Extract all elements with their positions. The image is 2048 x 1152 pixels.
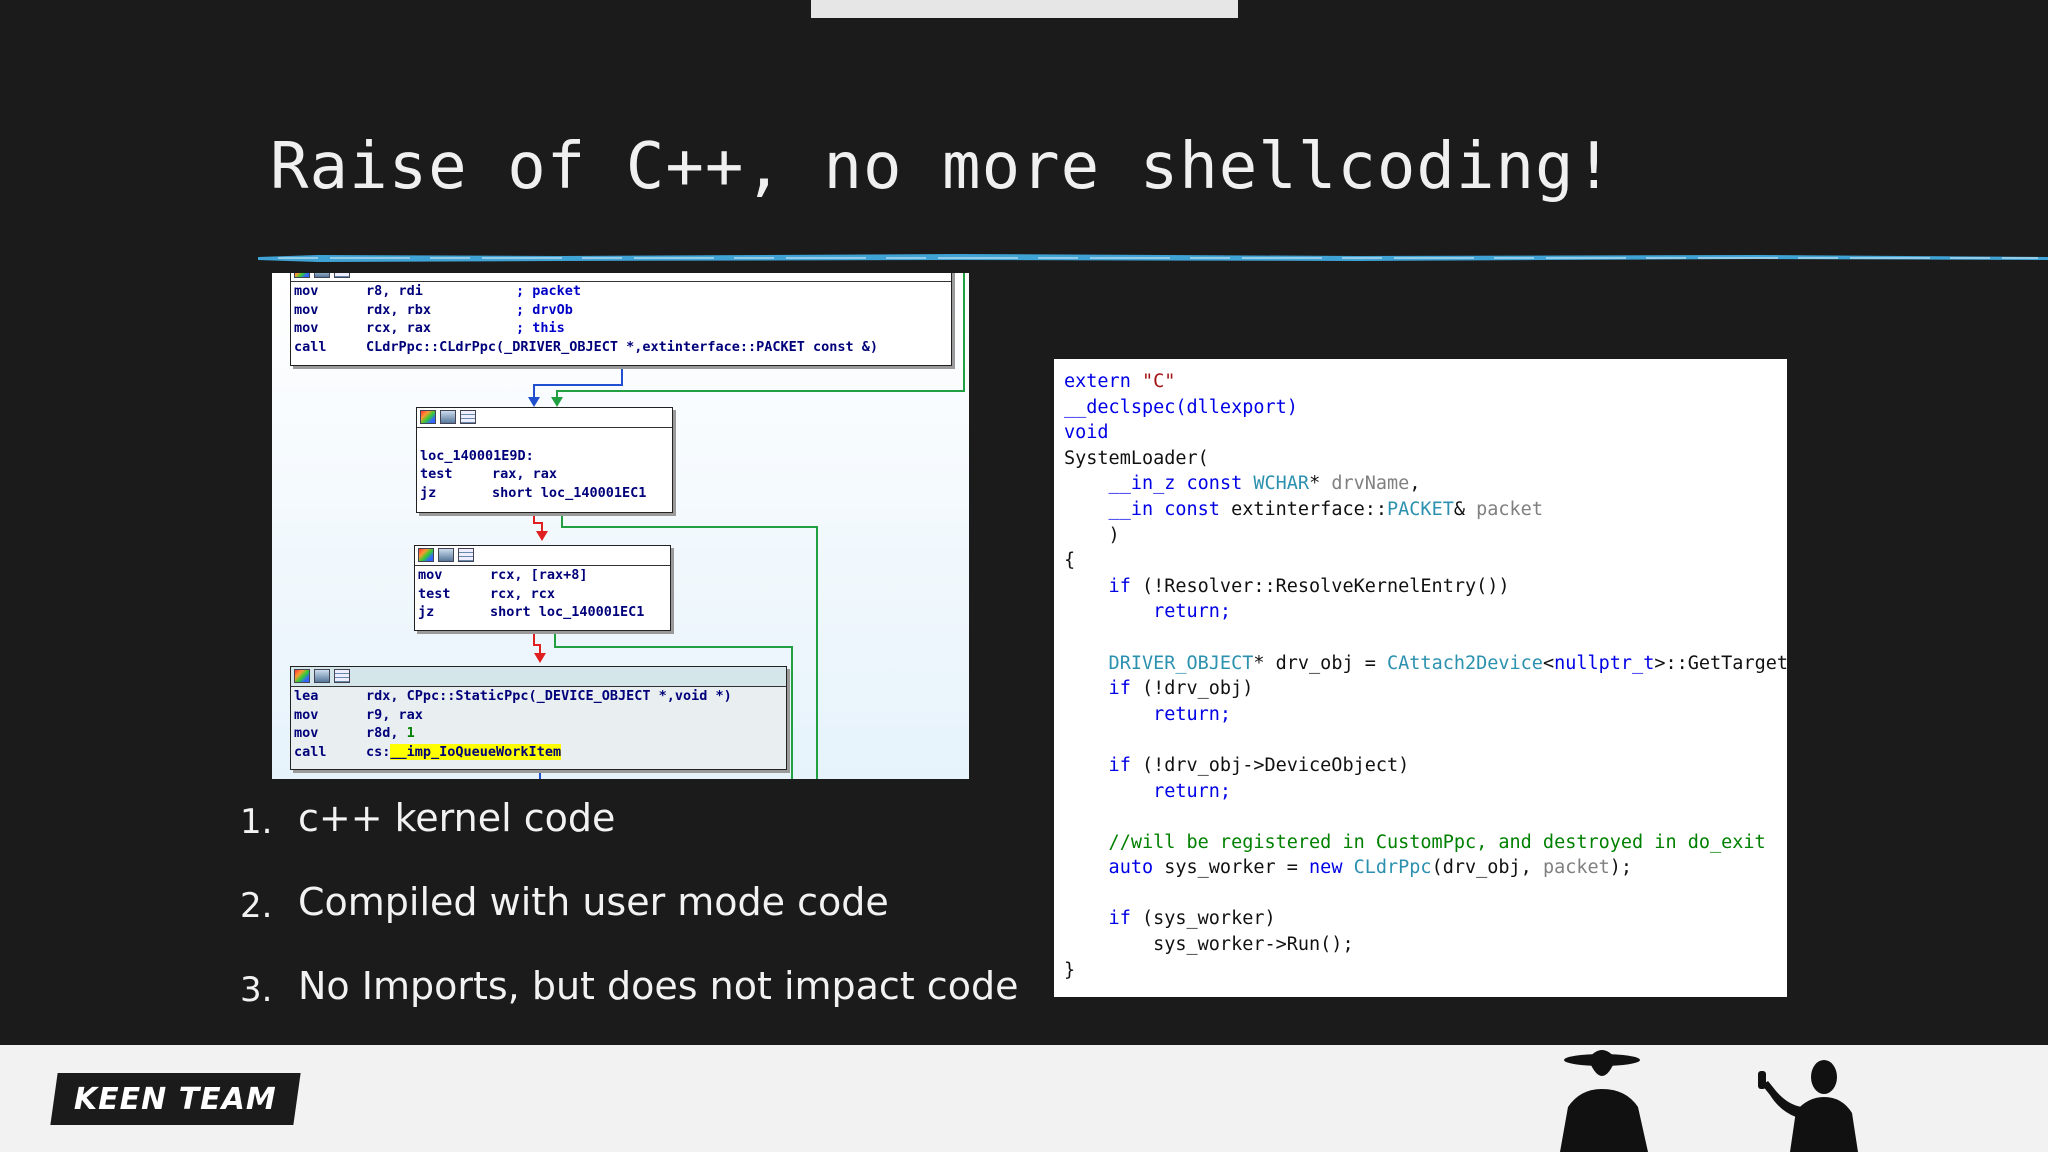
graph-listing-icon [334, 669, 350, 683]
code-line: if (!Resolver::ResolveKernelEntry()) [1064, 575, 1510, 597]
bullet-item: 2.Compiled with user mode code [240, 880, 889, 926]
graph-edit-icon [440, 410, 456, 424]
block-toolbar [417, 408, 672, 428]
keen-team-logo: KEEN TEAM [50, 1073, 301, 1125]
code-line-empty [1054, 881, 1787, 907]
code-line: if (sys_worker) [1064, 908, 1276, 930]
code-line: if (!drv_obj->DeviceObject) [1064, 754, 1410, 776]
code-line: if (!drv_obj) [1064, 678, 1254, 700]
code-line: __declspec(dllexport) [1064, 396, 1298, 418]
graph-edit-icon [314, 273, 330, 278]
bullet-list: 1.c++ kernel code 2.Compiled with user m… [240, 796, 1018, 1048]
graph-listing-icon [334, 273, 350, 278]
graph-color-icon [294, 273, 310, 278]
bullet-item: 3.No Imports, but does not impact code [240, 964, 1019, 1010]
code-line-empty [1054, 727, 1787, 753]
top-tab [811, 0, 1238, 18]
code-line: DRIVER_OBJECT* drv_obj = CAttach2Device<… [1064, 652, 1787, 674]
highlighted-import: __imp_IoQueueWorkItem [390, 743, 562, 760]
code-line-empty [1054, 804, 1787, 830]
bullet-item: 1.c++ kernel code [240, 796, 616, 842]
silhouette-figures-image [1560, 1050, 1858, 1152]
graph-listing-icon [460, 410, 476, 424]
code-line: __in const extinterface::PACKET& packet [1064, 498, 1543, 520]
code-line-empty [1054, 625, 1787, 651]
code-line: SystemLoader( [1064, 447, 1209, 469]
graph-edit-icon [314, 669, 330, 683]
block-toolbar [415, 546, 670, 566]
code-line: __in_z const WCHAR* drvName, [1064, 473, 1421, 495]
block-toolbar [291, 667, 786, 687]
graph-color-icon [420, 410, 436, 424]
graph-edit-icon [438, 548, 454, 562]
asm-label: loc_140001E9D: [420, 447, 534, 464]
code-line: extern "C" [1064, 371, 1176, 392]
graph-color-icon [418, 548, 434, 562]
code-line: { [1064, 550, 1076, 572]
footer-bar: KEEN TEAM [0, 1045, 2048, 1152]
code-line: return; [1064, 703, 1232, 725]
block-toolbar [291, 273, 951, 282]
code-line: void [1064, 422, 1109, 444]
code-line: auto sys_worker = new CLdrPpc(drv_obj, p… [1064, 857, 1633, 879]
graph-color-icon [294, 669, 310, 683]
graph-edges [528, 273, 965, 779]
cpp-code-panel: extern "C" __declspec(dllexport) void Sy… [1054, 359, 1787, 997]
slide-title: Raise of C++, no more shellcoding! [270, 130, 1615, 204]
title-underline-stroke [258, 254, 2048, 262]
code-comment: //will be registered in CustomPpc, and d… [1064, 831, 1766, 853]
code-line: return; [1064, 601, 1232, 623]
code-line: ) [1064, 524, 1120, 546]
graph-listing-icon [458, 548, 474, 562]
code-line: sys_worker->Run(); [1064, 934, 1354, 956]
code-line: } [1064, 959, 1076, 981]
code-line: return; [1064, 780, 1232, 802]
